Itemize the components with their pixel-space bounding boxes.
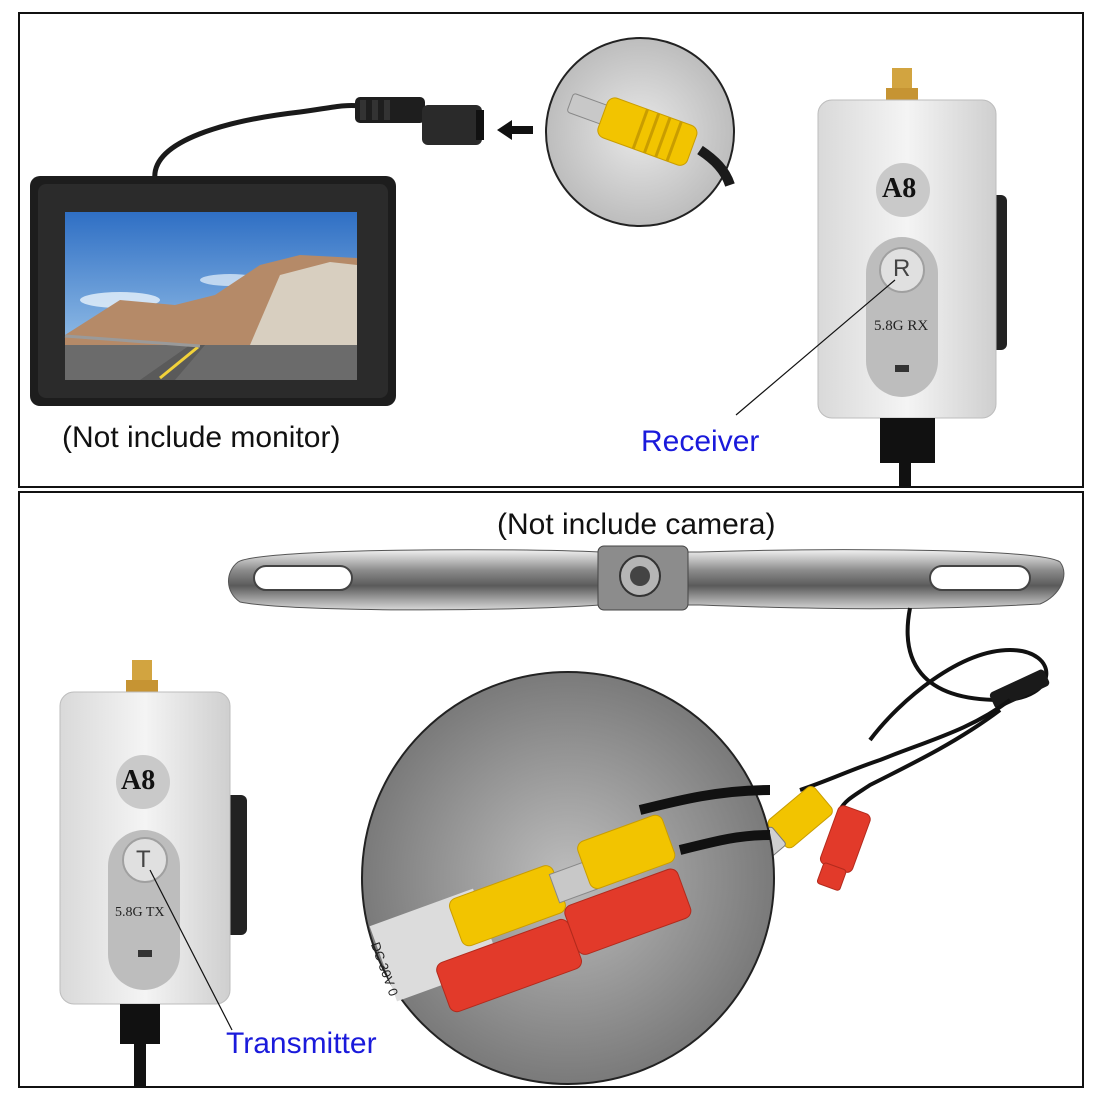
transmitter-badge-letter: T bbox=[136, 846, 151, 873]
monitor-caption: (Not include monitor) bbox=[62, 421, 341, 454]
camera-caption: (Not include camera) bbox=[497, 508, 776, 541]
arrow-left-icon bbox=[497, 120, 533, 140]
transmitter-band-text: 5.8G TX bbox=[115, 905, 165, 920]
monitor-image bbox=[30, 176, 396, 406]
receiver-model-label: A8 bbox=[882, 173, 917, 204]
receiver-unit-image bbox=[735, 68, 1007, 488]
transmitter-label: Transmitter bbox=[226, 1027, 377, 1060]
rca-pair-closeup bbox=[361, 671, 775, 1085]
transmitter-model-label: A8 bbox=[121, 765, 156, 796]
receiver-badge-letter: R bbox=[893, 255, 911, 282]
monitor-cable bbox=[152, 97, 484, 181]
transmitter-unit-image bbox=[59, 660, 247, 1086]
receiver-label: Receiver bbox=[641, 425, 760, 458]
rca-connector-closeup bbox=[545, 37, 735, 227]
receiver-band-text: 5.8G RX bbox=[874, 318, 929, 334]
